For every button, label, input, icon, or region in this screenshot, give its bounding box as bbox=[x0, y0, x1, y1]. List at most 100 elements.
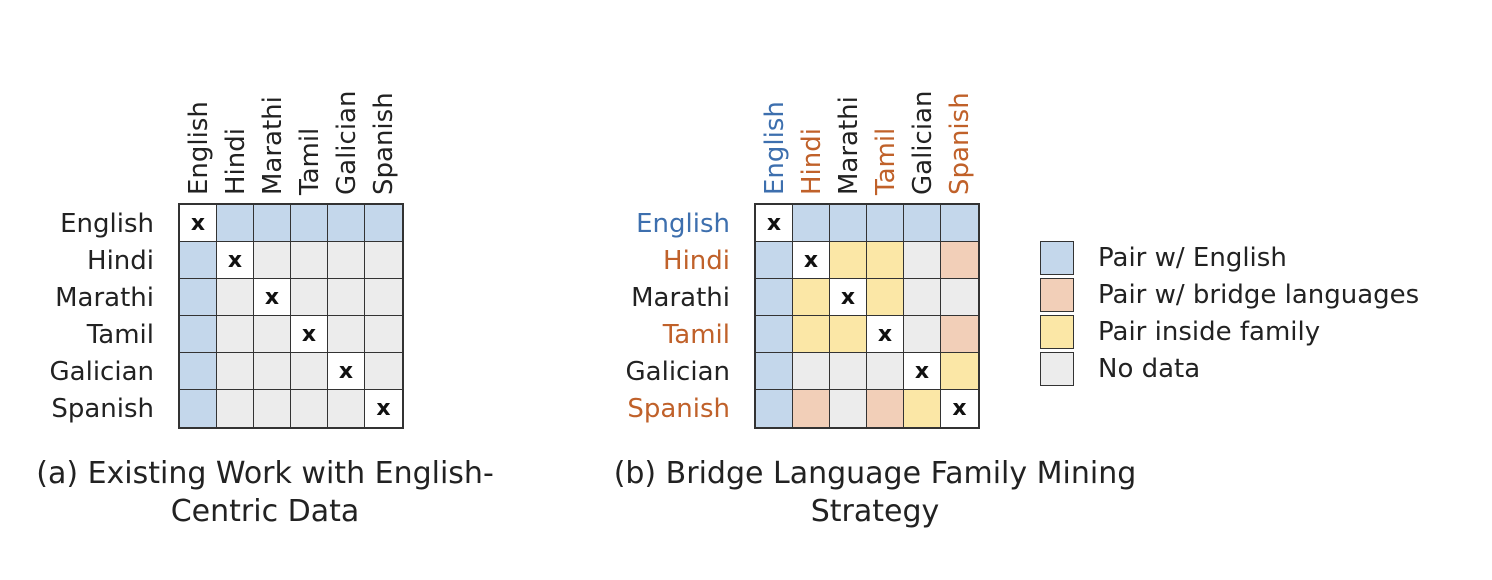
column-label-spanish: Spanish bbox=[945, 92, 975, 195]
matrix-cell bbox=[180, 316, 217, 353]
diagonal-cell: x bbox=[793, 242, 830, 279]
legend-swatch-bridge bbox=[1040, 278, 1074, 312]
matrix-cell bbox=[793, 316, 830, 353]
diagonal-cell: x bbox=[904, 353, 941, 390]
diagonal-cell: x bbox=[867, 316, 904, 353]
matrix-cell bbox=[756, 390, 793, 427]
row-label-galician: Galician bbox=[625, 357, 730, 387]
matrix-cell bbox=[793, 353, 830, 390]
matrix-cell bbox=[180, 353, 217, 390]
diagonal-cell: x bbox=[217, 242, 254, 279]
column-label-hindi: Hindi bbox=[221, 128, 251, 195]
row-label-spanish: Spanish bbox=[627, 394, 730, 424]
matrix-cell bbox=[217, 205, 254, 242]
matrix-cell bbox=[793, 390, 830, 427]
legend-swatch-family bbox=[1040, 315, 1074, 349]
matrix-cell bbox=[291, 390, 328, 427]
matrix-cell bbox=[365, 353, 402, 390]
matrix-cell bbox=[867, 279, 904, 316]
diagonal-cell: x bbox=[180, 205, 217, 242]
matrix-cell bbox=[941, 353, 978, 390]
diagonal-cell: x bbox=[291, 316, 328, 353]
matrix-cell bbox=[793, 279, 830, 316]
matrix-cell bbox=[830, 353, 867, 390]
legend-swatch-english bbox=[1040, 241, 1074, 275]
matrix-cell bbox=[254, 316, 291, 353]
legend-item-english: Pair w/ English bbox=[1040, 241, 1287, 275]
matrix-cell bbox=[793, 205, 830, 242]
column-label-english: English bbox=[760, 101, 790, 195]
column-label-marathi: Marathi bbox=[258, 96, 288, 195]
legend-swatch-no-data bbox=[1040, 352, 1074, 386]
diagonal-cell: x bbox=[830, 279, 867, 316]
legend-label-english: Pair w/ English bbox=[1098, 243, 1287, 273]
matrix-cell bbox=[756, 242, 793, 279]
matrix-cell bbox=[180, 242, 217, 279]
matrix-cell bbox=[904, 205, 941, 242]
matrix-cell bbox=[328, 279, 365, 316]
column-label-english: English bbox=[184, 101, 214, 195]
row-label-galician: Galician bbox=[49, 357, 154, 387]
panel-b-caption-line1: (b) Bridge Language Family Mining bbox=[613, 456, 1137, 491]
column-label-galician: Galician bbox=[332, 90, 362, 195]
panel-a-caption: (a) Existing Work with English- Centric … bbox=[20, 455, 510, 531]
matrix-cell bbox=[291, 279, 328, 316]
matrix-cell bbox=[254, 353, 291, 390]
panel-a-caption-line1: (a) Existing Work with English- bbox=[36, 456, 494, 491]
matrix-cell bbox=[830, 205, 867, 242]
matrix-cell bbox=[867, 205, 904, 242]
legend-item-no-data: No data bbox=[1040, 352, 1200, 386]
matrix-cell bbox=[291, 242, 328, 279]
row-label-english: English bbox=[60, 209, 154, 239]
panel-b-caption: (b) Bridge Language Family Mining Strate… bbox=[600, 455, 1150, 531]
row-label-english: English bbox=[636, 209, 730, 239]
column-label-marathi: Marathi bbox=[834, 96, 864, 195]
matrix-cell bbox=[291, 353, 328, 390]
matrix-cell bbox=[941, 316, 978, 353]
matrix-cell bbox=[254, 390, 291, 427]
diagonal-cell: x bbox=[254, 279, 291, 316]
matrix-cell bbox=[365, 316, 402, 353]
column-label-hindi: Hindi bbox=[797, 128, 827, 195]
matrix-cell bbox=[830, 390, 867, 427]
row-label-tamil: Tamil bbox=[86, 320, 154, 350]
panel-a-caption-line2: Centric Data bbox=[170, 494, 360, 529]
row-label-hindi: Hindi bbox=[663, 246, 730, 276]
matrix-cell bbox=[941, 242, 978, 279]
diagonal-cell: x bbox=[756, 205, 793, 242]
matrix-cell bbox=[941, 279, 978, 316]
matrix-cell bbox=[254, 205, 291, 242]
row-label-marathi: Marathi bbox=[631, 283, 730, 313]
matrix-cell bbox=[830, 242, 867, 279]
matrix-cell bbox=[365, 279, 402, 316]
panel-b-caption-line2: Strategy bbox=[810, 494, 940, 529]
matrix-cell bbox=[941, 205, 978, 242]
row-label-spanish: Spanish bbox=[51, 394, 154, 424]
row-label-marathi: Marathi bbox=[55, 283, 154, 313]
matrix-cell bbox=[180, 390, 217, 427]
matrix-cell bbox=[328, 316, 365, 353]
row-label-hindi: Hindi bbox=[87, 246, 154, 276]
legend-label-bridge: Pair w/ bridge languages bbox=[1098, 280, 1420, 310]
legend-label-family: Pair inside family bbox=[1098, 317, 1321, 347]
matrix-cell bbox=[254, 242, 291, 279]
legend-item-family: Pair inside family bbox=[1040, 315, 1320, 349]
column-label-tamil: Tamil bbox=[295, 127, 325, 195]
column-label-galician: Galician bbox=[908, 90, 938, 195]
matrix-cell bbox=[904, 279, 941, 316]
legend-item-bridge: Pair w/ bridge languages bbox=[1040, 278, 1419, 312]
matrix-cell bbox=[217, 353, 254, 390]
diagonal-cell: x bbox=[328, 353, 365, 390]
matrix-cell bbox=[867, 353, 904, 390]
matrix-cell bbox=[217, 390, 254, 427]
matrix-cell bbox=[180, 279, 217, 316]
diagonal-cell: x bbox=[941, 390, 978, 427]
matrix-cell bbox=[867, 390, 904, 427]
row-label-tamil: Tamil bbox=[662, 320, 730, 350]
matrix-cell bbox=[291, 205, 328, 242]
matrix-cell bbox=[867, 242, 904, 279]
matrix-cell bbox=[365, 205, 402, 242]
matrix-cell bbox=[904, 390, 941, 427]
